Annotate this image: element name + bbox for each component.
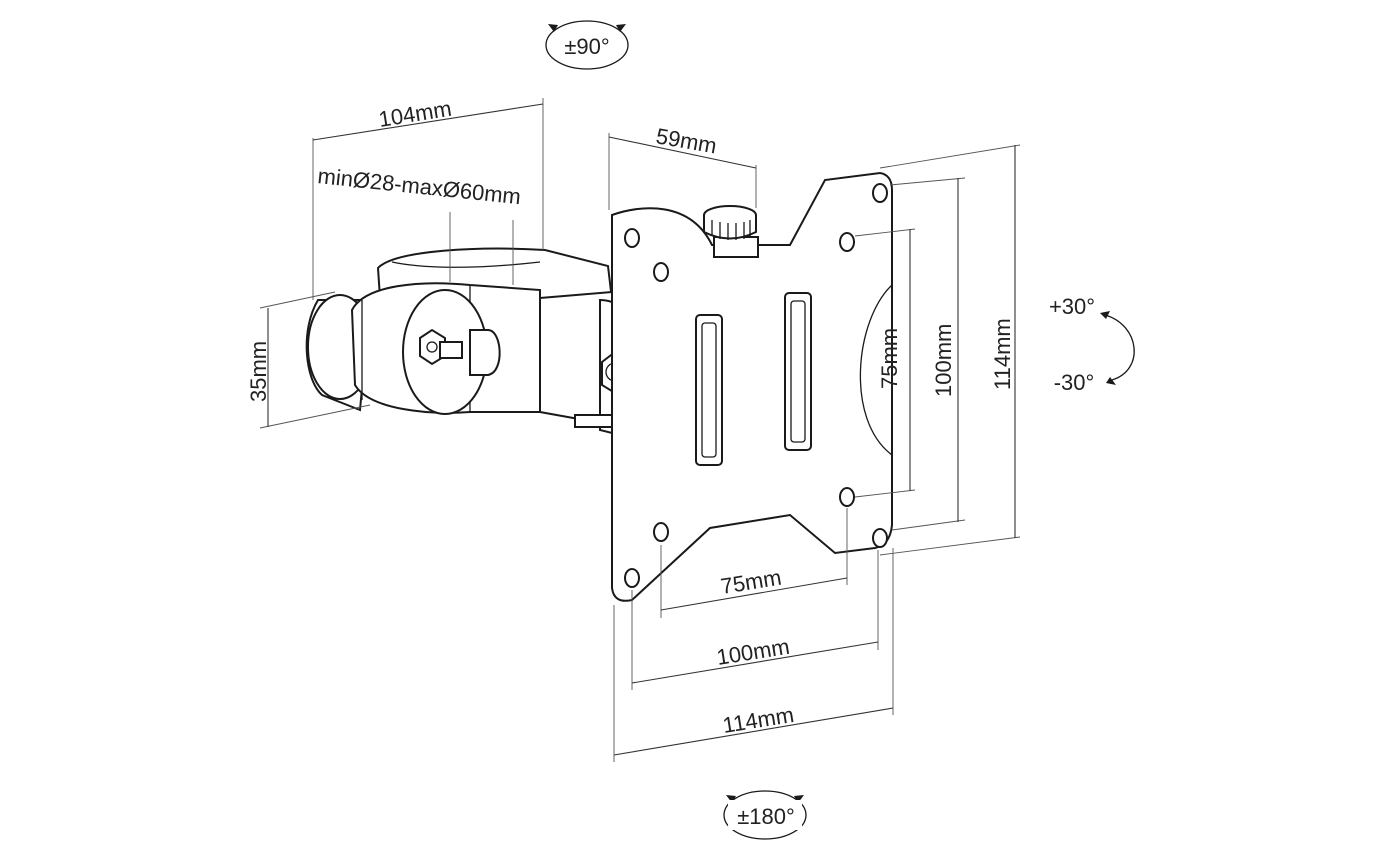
dimension-vesa-100-height: 100mm [889, 177, 966, 531]
clamp-nut-center [426, 341, 438, 353]
rotate-label: ±180° [737, 804, 795, 829]
knob-body [703, 215, 757, 240]
vesa-75-width-label: 75mm [719, 565, 783, 599]
swivel-arrow-ellipse [545, 20, 629, 70]
ext-line [259, 404, 371, 429]
vesa-hole-114-top-right [872, 183, 888, 203]
swivel-arrow-head-left [548, 24, 558, 32]
dim-line [312, 103, 544, 141]
vesa-75-height-label: 75mm [877, 328, 902, 389]
swivel-label-bg [556, 30, 618, 60]
vesa-slot-left [695, 314, 723, 466]
ext-line [879, 144, 1021, 169]
vesa-hole-114-bottom-right [872, 528, 888, 548]
vesa-plate-inner-curve [859, 284, 893, 456]
plate-114-width-label: 114mm [721, 702, 796, 738]
knob-knurling [711, 220, 751, 240]
ext-line [854, 489, 916, 498]
vesa-hole-100-bottom-right [839, 487, 855, 507]
dimension-plate-114-height: 114mm [879, 144, 1021, 556]
plate-offset-label: 59mm [654, 123, 719, 158]
rotate-arrow-ellipse [723, 790, 807, 840]
swivel-label: ±90° [564, 34, 609, 59]
vesa-hole-114-bottom-left [624, 568, 640, 588]
clamp-range-label: minØ28-maxØ60mm [316, 163, 522, 209]
vesa-hole-100-top-right [839, 232, 855, 252]
vesa-hole-100-bottom-left [653, 522, 669, 542]
tilt-arrow-arc [1104, 314, 1135, 381]
dimension-plate-offset: 59mm [608, 123, 757, 210]
tilt-arrow-head-top [1100, 311, 1110, 319]
rotate-label-bg [728, 800, 802, 830]
dim-line [660, 577, 848, 611]
vesa-slot-right [784, 292, 812, 451]
swivel-rotation-indicator: ±90° [545, 20, 629, 70]
clamp-assembly [305, 247, 653, 442]
tilt-up-label: +30° [1049, 294, 1095, 319]
clamp-length-label: 104mm [377, 96, 453, 132]
ext-line [879, 536, 1021, 556]
dim-line [608, 136, 757, 169]
tilt-arrow-head-bottom [1106, 377, 1116, 385]
rotate-arrow-head-right [794, 795, 804, 803]
arm-lower-bracket [574, 414, 616, 428]
vesa-slot-left-inner [701, 322, 717, 458]
clamp-d-slot [469, 329, 501, 376]
clamp-bolt [439, 341, 463, 359]
vesa-slot-right-inner [790, 300, 806, 443]
ext-line [889, 177, 966, 186]
ext-line [259, 291, 336, 309]
clamp-height-label: 35mm [246, 341, 271, 402]
vesa-100-width-label: 100mm [715, 634, 791, 670]
dim-line [613, 707, 894, 756]
dimension-vesa-75-height: 75mm [854, 228, 916, 498]
rotate-arrow-head-left [726, 795, 736, 803]
tilt-down-label: -30° [1054, 370, 1095, 395]
ext-line [854, 228, 916, 237]
dim-line [631, 641, 879, 684]
plate-114-height-label: 114mm [990, 318, 1015, 390]
vesa-plate-outline [611, 171, 893, 602]
ext-line [891, 519, 966, 531]
swivel-arrow-head-right [616, 24, 626, 32]
rotate-rotation-indicator: ±180° [723, 790, 807, 840]
dimension-clamp-height: 35mm [246, 291, 371, 429]
tilt-rotation-indicator: +30° -30° [1049, 294, 1135, 395]
vesa-plate [611, 171, 893, 602]
vesa-hole-114-top-left [624, 228, 640, 248]
vesa-100-height-label: 100mm [931, 324, 956, 397]
vesa-hole-100-top-left [653, 262, 669, 282]
